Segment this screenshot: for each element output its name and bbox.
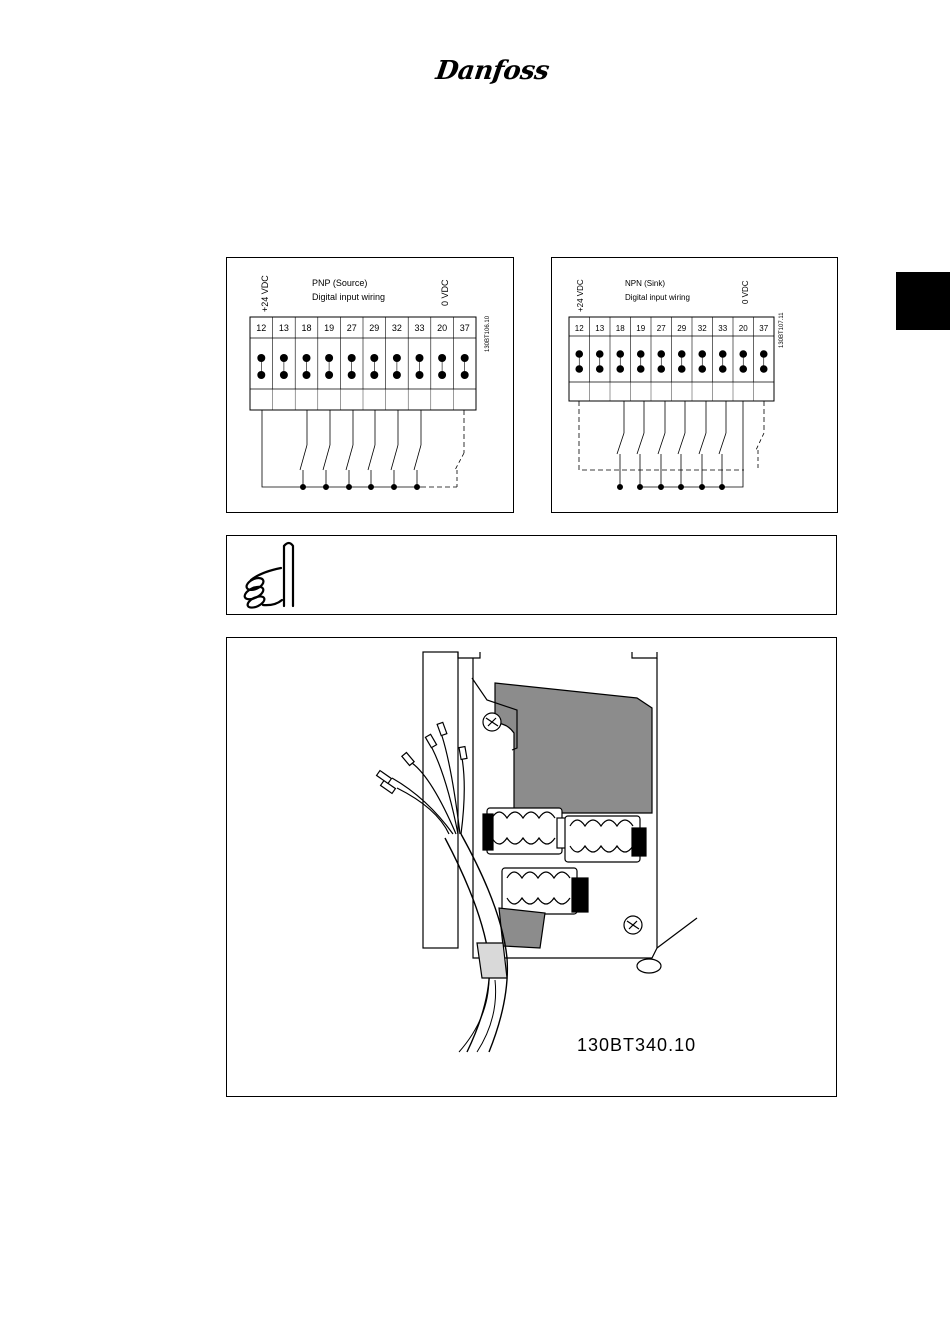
pnp-title: PNP (Source) <box>312 278 367 288</box>
danfoss-logo: Danfoss <box>436 58 536 94</box>
bus-junction <box>658 484 663 489</box>
terminal-label: 29 <box>677 324 686 333</box>
terminal-label: 37 <box>460 323 470 333</box>
note-box <box>226 535 837 615</box>
terminal-label: 32 <box>392 323 402 333</box>
pnp-0v-label: 0 VDC <box>440 279 450 306</box>
cable-installation-illustration: 130BT340.10 <box>226 637 837 1097</box>
terminal-label: 18 <box>301 323 311 333</box>
terminal-label: 12 <box>575 324 584 333</box>
pnp-24v-label: +24 VDC <box>260 275 270 312</box>
chapter-tab <box>896 272 950 330</box>
bus-junction <box>391 484 396 489</box>
bus-junction <box>678 484 683 489</box>
terminal-label: 18 <box>616 324 625 333</box>
cable-clamp-drawing: 130BT340.10 <box>227 638 838 1098</box>
bus-junction <box>699 484 704 489</box>
terminal-label: 20 <box>437 323 447 333</box>
terminal-label: 19 <box>636 324 645 333</box>
bus-junction <box>719 484 724 489</box>
terminal-label: 20 <box>739 324 748 333</box>
terminal-label: 32 <box>698 324 707 333</box>
drawing-caption: 130BT340.10 <box>577 1035 696 1055</box>
note-hand-icon <box>227 536 307 614</box>
pnp-wiring-svg: PNP (Source) Digital input wiring +24 VD… <box>227 258 515 514</box>
npn-wiring-svg: NPN (Sink) Digital input wiring +24 VDC … <box>552 258 839 514</box>
npn-title: NPN (Sink) <box>625 279 665 288</box>
terminal-label: 27 <box>657 324 666 333</box>
bus-junction <box>300 484 305 489</box>
npn-wiring-diagram: NPN (Sink) Digital input wiring +24 VDC … <box>551 257 838 513</box>
npn-drawing-code: 130BT107.11 <box>779 312 785 348</box>
pnp-subtitle: Digital input wiring <box>312 292 385 302</box>
npn-subtitle: Digital input wiring <box>625 293 690 302</box>
npn-24v-label: +24 VDC <box>576 279 585 312</box>
terminal-label: 13 <box>595 324 604 333</box>
bus-junction <box>346 484 351 489</box>
terminal-label: 33 <box>414 323 424 333</box>
terminal-label: 29 <box>369 323 379 333</box>
pnp-drawing-code: 130BT106.10 <box>485 315 491 352</box>
bus-junction <box>637 484 642 489</box>
terminal-label: 19 <box>324 323 334 333</box>
bus-junction <box>323 484 328 489</box>
bus-junction <box>368 484 373 489</box>
npn-0v-label: 0 VDC <box>741 280 750 304</box>
terminal-label: 37 <box>759 324 768 333</box>
terminal-label: 13 <box>279 323 289 333</box>
terminal-label: 27 <box>347 323 357 333</box>
terminal-label: 33 <box>718 324 727 333</box>
terminal-label: 12 <box>256 323 266 333</box>
pnp-wiring-diagram: PNP (Source) Digital input wiring +24 VD… <box>226 257 514 513</box>
bus-junction <box>414 484 419 489</box>
bus-junction <box>617 484 622 489</box>
